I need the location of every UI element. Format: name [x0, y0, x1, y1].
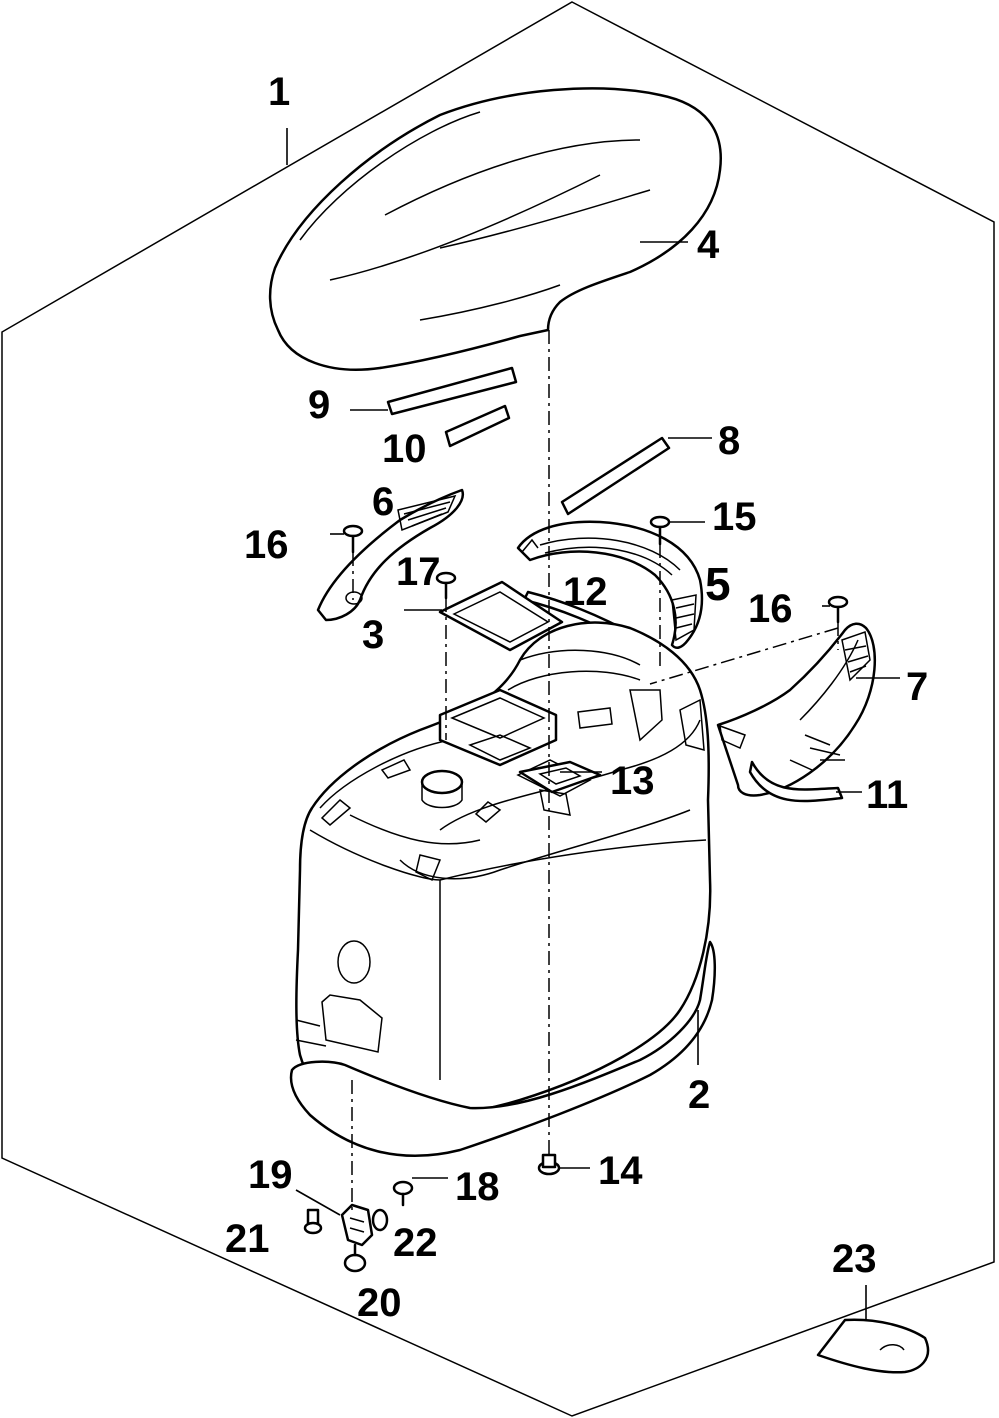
callout-14: 14: [598, 1149, 643, 1193]
callout-16a: 16: [244, 523, 289, 567]
callout-20: 20: [357, 1281, 402, 1325]
seal-strip-9: [386, 366, 518, 416]
callout-10: 10: [382, 427, 427, 471]
callout-9: 9: [308, 383, 330, 427]
screw-17: [435, 571, 457, 600]
bracket-13: [518, 760, 602, 794]
lower-cowl-part: [295, 621, 712, 1120]
callout-22: 22: [393, 1221, 438, 1265]
callout-6: 6: [372, 480, 394, 524]
leader-lines: [286, 128, 900, 1320]
callout-12: 12: [563, 570, 608, 614]
screw-16-left: [342, 524, 364, 554]
top-cover-part: [268, 87, 722, 371]
seal-strip-8: [560, 436, 671, 516]
bolt-14: [537, 1153, 561, 1176]
callout-15: 15: [712, 495, 757, 539]
callout-13: 13: [610, 759, 655, 803]
callout-4: 4: [697, 223, 720, 267]
callout-16b: 16: [748, 587, 793, 631]
vent-cover-right: [516, 520, 704, 649]
callout-3: 3: [362, 613, 384, 657]
callouts: 1 2 3 4 5 6 7 8 9 10 11 12 13 14 15 16 1…: [225, 70, 928, 1325]
seal-strip-10: [444, 404, 511, 448]
screw-16-right: [827, 595, 849, 624]
vent-grille-right: [716, 622, 876, 797]
seal-strip-11: [748, 760, 844, 803]
callout-23: 23: [832, 1237, 877, 1281]
gasket-frame-3: [438, 580, 564, 652]
parts-packet-23: [816, 1318, 930, 1374]
callout-19: 19: [248, 1153, 293, 1197]
callout-21: 21: [225, 1217, 270, 1261]
latch-assembly: [303, 1180, 414, 1273]
callout-5: 5: [705, 558, 731, 610]
callout-18: 18: [455, 1165, 500, 1209]
callout-17: 17: [396, 550, 441, 594]
vent-grille-left: [316, 488, 465, 622]
callout-2: 2: [688, 1073, 710, 1117]
callout-8: 8: [718, 419, 740, 463]
callout-1: 1: [268, 70, 290, 114]
callout-11: 11: [866, 773, 908, 817]
callout-7: 7: [906, 665, 928, 709]
bottom-seal: [289, 940, 716, 1157]
